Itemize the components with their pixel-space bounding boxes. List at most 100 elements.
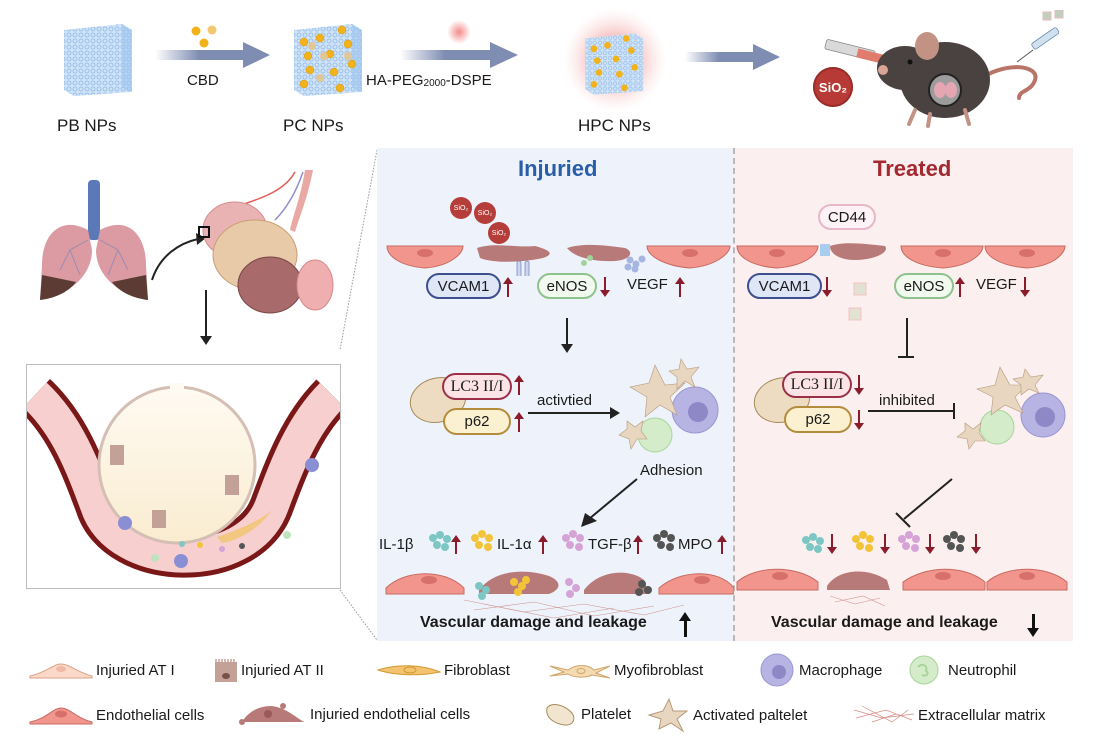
neutrophil-icon xyxy=(909,655,939,685)
legend-label: Myofibroblast xyxy=(614,661,704,679)
legend-label: Platelet xyxy=(581,705,632,723)
activated-label: activtied xyxy=(537,392,593,409)
silica-particle: SiO₂ xyxy=(474,202,496,224)
arrow-head-icon xyxy=(561,344,573,353)
legend-label: Injuried AT I xyxy=(96,661,175,679)
legend-item-injured-at2: Injuried AT II xyxy=(213,658,324,682)
cytokine-il1b-icon xyxy=(802,533,824,553)
trend-down-arrow-icon xyxy=(822,277,832,297)
pathway-diagonal-arrow xyxy=(581,478,638,527)
ha-peg-dspe-label: HA-PEG2000-DSPE xyxy=(366,72,492,89)
pb-nps-label: PB NPs xyxy=(57,116,117,135)
outcome-up-arrow xyxy=(684,619,687,637)
trend-up-arrow-icon xyxy=(451,535,461,554)
treated-title: Treated xyxy=(873,156,952,181)
pathway-arrow xyxy=(566,318,568,346)
myofibroblast-icon xyxy=(549,665,611,679)
sio2-badge: SiO₂ xyxy=(813,67,853,107)
process-arrow-icon xyxy=(155,42,270,68)
injured-at2-cell-icon xyxy=(215,659,237,682)
damaged-endothelium-layer xyxy=(385,571,734,619)
trend-up-arrow-icon xyxy=(955,277,965,297)
lc3-marker: LC3 II/I xyxy=(442,373,512,400)
legend-item-platelet: Platelet xyxy=(543,700,631,728)
p62-marker: p62 xyxy=(443,408,511,435)
legend-item-macrophage: Macrophage xyxy=(757,652,882,688)
vegf-marker: VEGF xyxy=(976,276,1017,293)
mouse-model-icon xyxy=(824,10,1064,128)
pc-nanoparticle-cube-icon xyxy=(294,24,362,96)
syringe-icon xyxy=(824,39,888,65)
endothelium-layer-treated xyxy=(736,243,1066,321)
trend-down-arrow-icon xyxy=(854,410,864,430)
inhibition-bar xyxy=(898,356,914,358)
cytokine-label-il1a: IL-1α xyxy=(497,536,532,553)
legend-label: Macrophage xyxy=(799,661,883,679)
cytokine-mpo-icon xyxy=(653,530,675,551)
injured-at1-cell-icon xyxy=(29,663,93,679)
activated-platelet-icon xyxy=(647,697,689,733)
cytokine-tgfb-icon xyxy=(562,530,584,551)
injured-outcome: Vascular damage and leakage xyxy=(420,614,647,631)
endothelium-layer-injured xyxy=(386,244,731,276)
legend-item-ecm: Extracellular matrix xyxy=(852,704,1046,726)
lc3-marker: LC3 II/I xyxy=(782,371,852,398)
trend-down-arrow-icon xyxy=(1020,277,1030,297)
resting-cell-cluster-icon xyxy=(956,366,1066,450)
legend-item-fibroblast: Fibroblast xyxy=(376,660,510,680)
fibroblast-icon xyxy=(376,665,442,676)
activation-arrow xyxy=(528,412,612,414)
vegf-marker: VEGF xyxy=(627,276,668,293)
pb-nanoparticle-cube-icon xyxy=(64,24,132,96)
peg-subscript: 2000 xyxy=(423,78,446,89)
cbd-label: CBD xyxy=(187,72,219,89)
legend-label: Endothelial cells xyxy=(96,706,205,724)
alveolar-capillary-illustration xyxy=(19,378,348,578)
p62-marker: p62 xyxy=(784,406,852,433)
extracellular-matrix-icon xyxy=(853,705,915,723)
trend-down-arrow-icon xyxy=(971,534,981,554)
trend-up-arrow-icon xyxy=(633,535,643,554)
trend-up-arrow-icon xyxy=(514,375,524,395)
cytokine-tgfb-icon xyxy=(898,531,920,552)
legend-label: Injuried endothelial cells xyxy=(310,705,471,723)
enos-marker: eNOS xyxy=(894,273,954,299)
hpc-nanoparticle-cube-icon xyxy=(563,8,667,112)
legend-item-endothelial: Endothelial cells xyxy=(28,704,204,726)
arrow-head-icon xyxy=(1027,628,1039,637)
pathway-inhibition-diagonal xyxy=(895,478,953,528)
trend-down-arrow-icon xyxy=(600,277,610,297)
trend-down-arrow-icon xyxy=(827,534,837,554)
ha-peg-arrow-icon xyxy=(400,20,518,68)
endothelial-cell-icon xyxy=(29,707,93,725)
trend-down-arrow-icon xyxy=(880,534,890,554)
ha-peg-prefix: HA-PEG xyxy=(366,72,424,89)
legend-label: Fibroblast xyxy=(444,661,510,679)
injured-title: Injuried xyxy=(518,156,598,181)
trend-down-arrow-icon xyxy=(854,375,864,395)
legend-item-neutrophil: Neutrophil xyxy=(906,653,1016,687)
trend-up-arrow-icon xyxy=(514,412,524,432)
inhibition-bar xyxy=(953,403,955,419)
platelet-icon xyxy=(546,704,575,726)
cytokine-mpo-icon xyxy=(943,531,965,552)
legend-item-injured-endothelial: Injuried endothelial cells xyxy=(238,702,470,726)
dspe-suffix: -DSPE xyxy=(445,72,492,89)
cytokine-il1a-icon xyxy=(471,530,493,551)
arrow-head-icon xyxy=(200,336,212,345)
legend-label: Injuried AT II xyxy=(241,661,324,679)
silicotic-lung-icon xyxy=(40,180,148,300)
inhibited-label: inhibited xyxy=(879,392,935,409)
inhibition-line xyxy=(906,318,908,356)
silica-particle: SiO₂ xyxy=(450,197,472,219)
trend-up-arrow-icon xyxy=(675,277,685,297)
cytokine-label-il1b: IL-1β xyxy=(379,536,414,553)
cytokine-il1a-icon xyxy=(852,531,874,552)
trend-down-arrow-icon xyxy=(925,534,935,554)
hpc-nps-label: HPC NPs xyxy=(578,116,651,135)
treated-outcome: Vascular damage and leakage xyxy=(771,614,998,631)
legend-item-myofibroblast: Myofibroblast xyxy=(548,660,703,680)
inhibition-line xyxy=(868,410,954,412)
cytokine-label-mpo: MPO xyxy=(678,536,713,553)
outcome-down-arrow xyxy=(1032,614,1035,630)
